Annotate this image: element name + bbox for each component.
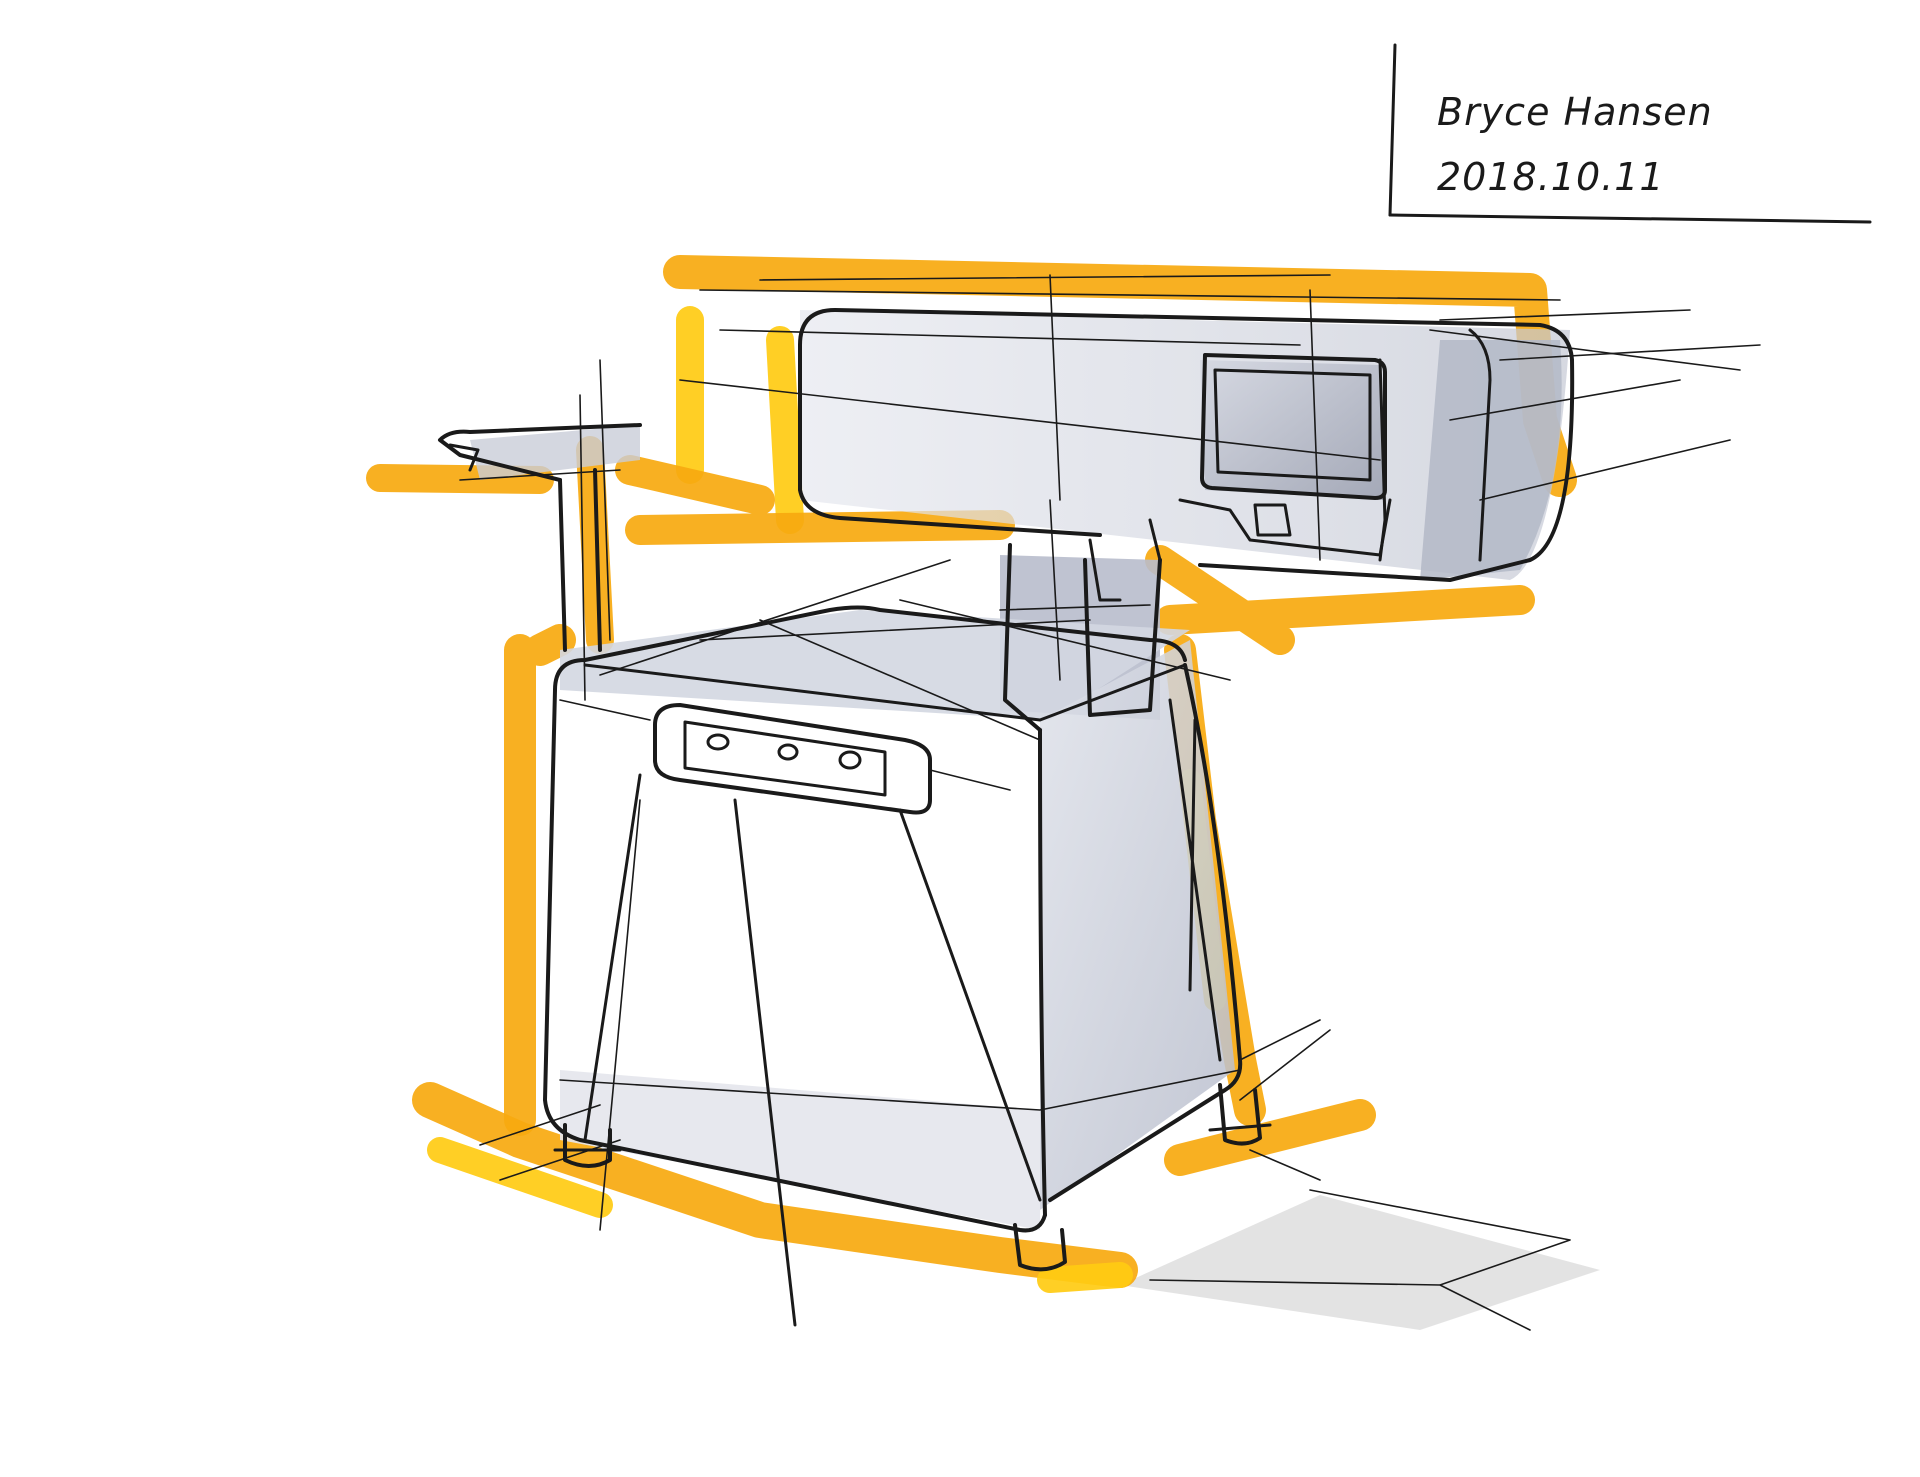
ink-linework	[438, 274, 1761, 1331]
grey-fills	[470, 310, 1570, 1230]
signature-frame	[1388, 43, 1872, 224]
sketch-date: 2018.10.11	[1437, 155, 1665, 199]
artist-name: Bryce Hansen	[1437, 90, 1713, 134]
signature-block: Bryce Hansen 2018.10.11	[1395, 60, 1855, 230]
ground-shadow	[1120, 1195, 1600, 1330]
